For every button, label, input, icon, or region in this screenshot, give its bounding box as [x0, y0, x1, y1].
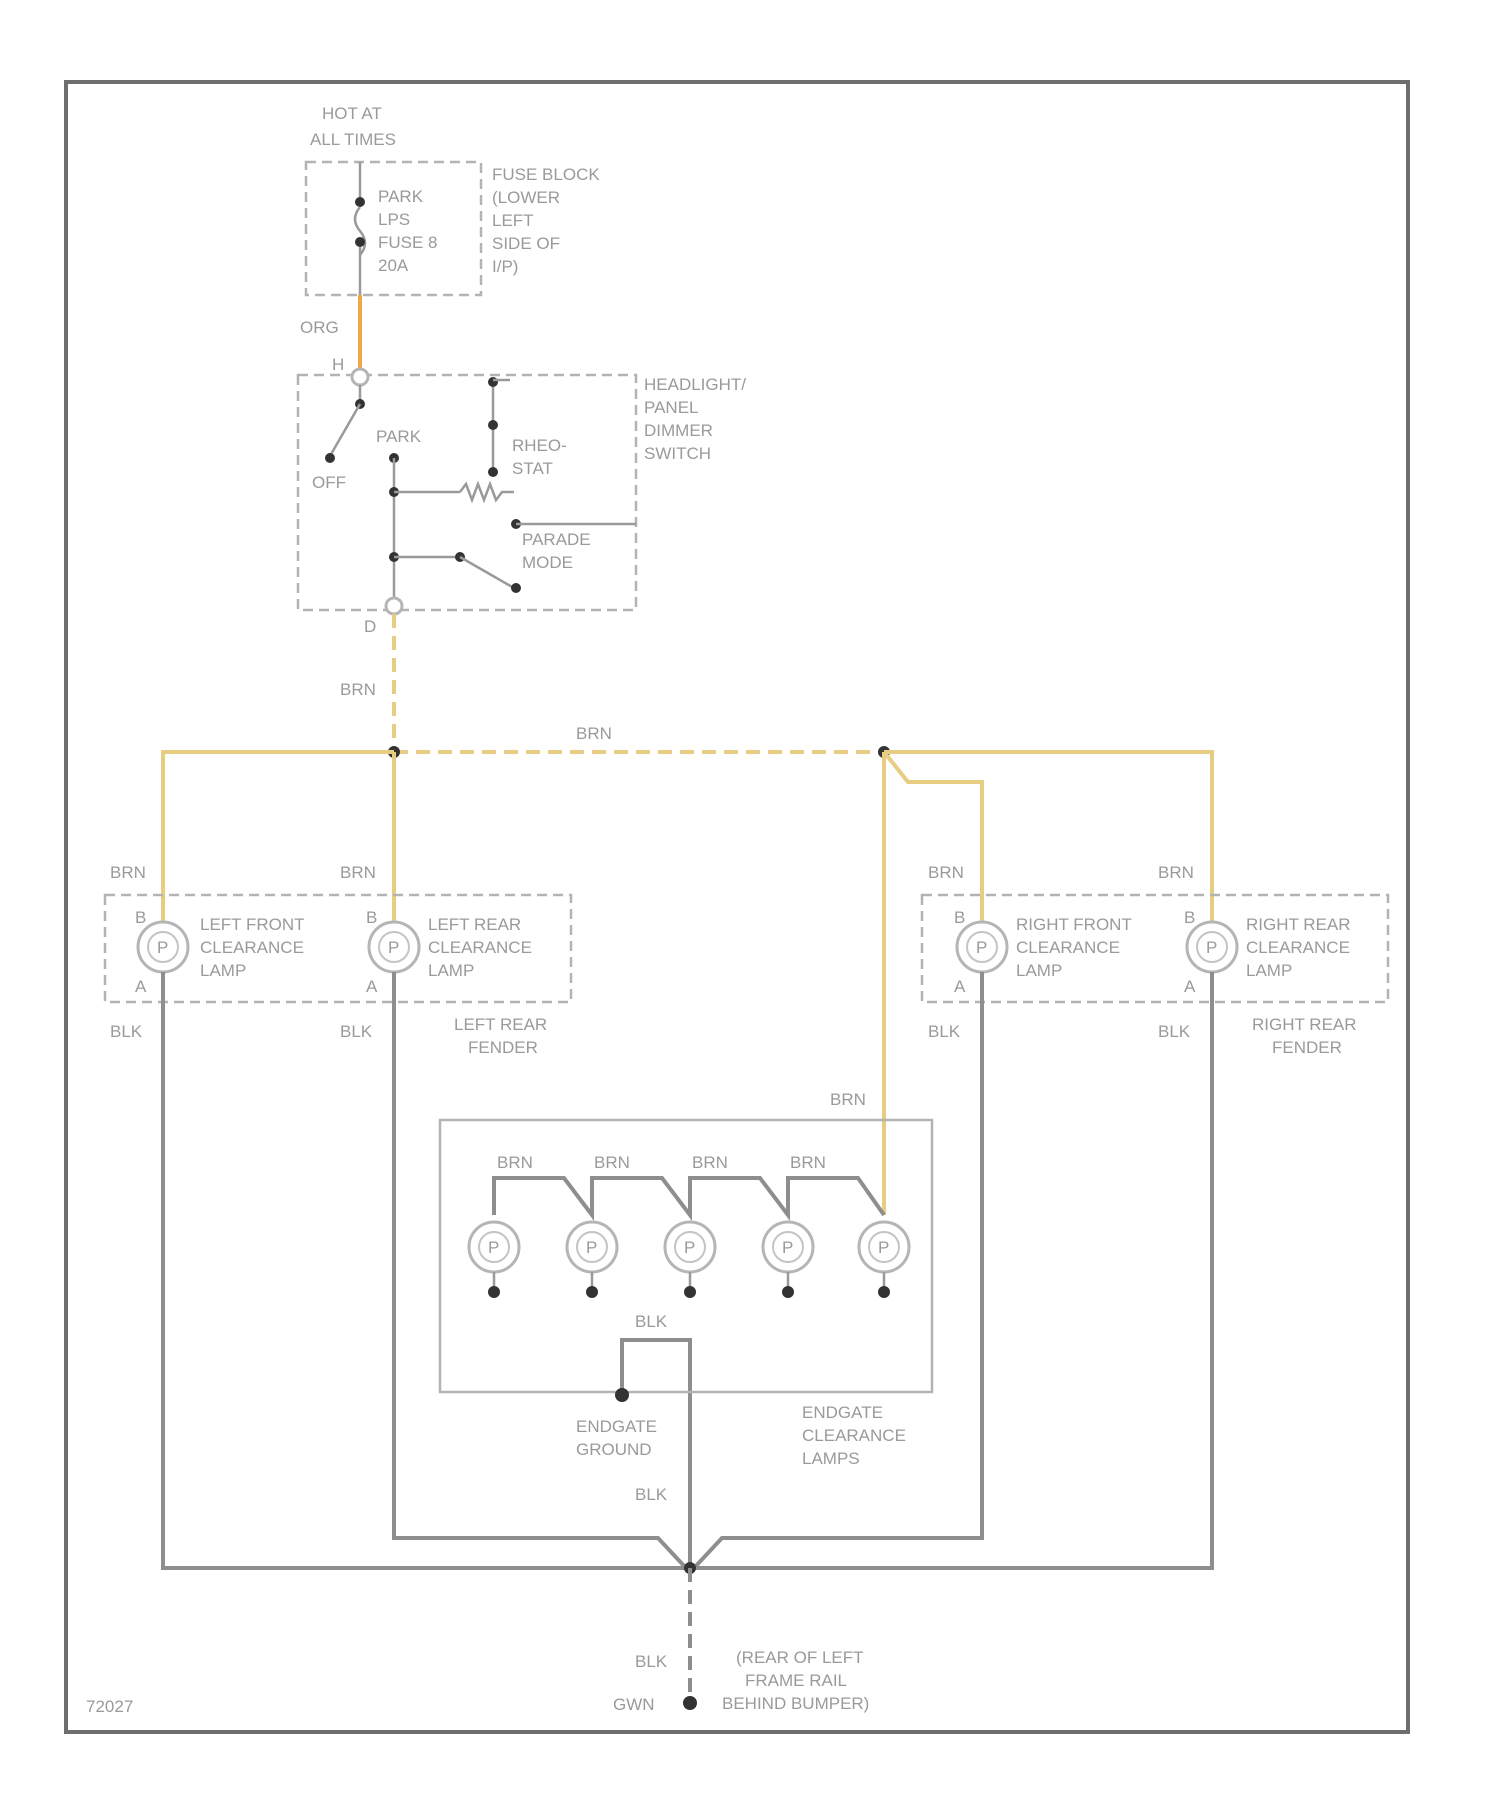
headlight-switch-box — [298, 375, 636, 610]
endgate-brn-daisy-chain — [494, 1178, 884, 1215]
terminal-b: B — [135, 908, 146, 927]
brn-trunk-label: BRN — [340, 680, 376, 699]
endgate-lamp-2: P — [567, 1222, 617, 1298]
ground-blk-label: BLK — [635, 1652, 668, 1671]
lamp-symbol: P — [488, 1238, 499, 1257]
switch-input-terminal — [352, 369, 368, 385]
endgate-lamps-label: ENDGATE CLEARANCE LAMPS — [802, 1403, 911, 1468]
brn-to-right-front — [884, 752, 982, 922]
terminal-b: B — [954, 908, 965, 927]
left-rear-brn-label: BRN — [340, 863, 376, 882]
left-rear-blk-label: BLK — [340, 1022, 373, 1041]
brn-to-left-front — [163, 752, 394, 922]
blk-right-rear-return — [690, 972, 1212, 1568]
lamp-symbol: P — [878, 1238, 889, 1257]
switch-title: HEADLIGHT/ PANEL DIMMER SWITCH — [644, 375, 751, 463]
left-front-blk-label: BLK — [110, 1022, 143, 1041]
fuse-terminal-top — [355, 197, 365, 207]
switch-output-terminal — [386, 598, 402, 614]
right-rear-lamp-label: RIGHT REAR CLEARANCE LAMP — [1246, 915, 1355, 980]
right-front-lamp-label: RIGHT FRONT CLEARANCE LAMP — [1016, 915, 1136, 980]
terminal-a: A — [1184, 977, 1196, 996]
rheostat-wiper-mid — [488, 420, 498, 430]
ground-location-label: (REAR OF LEFT FRAME RAIL BEHIND BUMPER) — [722, 1648, 869, 1713]
fuse-label: PARK LPS FUSE 8 20A — [378, 187, 442, 275]
lamp-symbol: P — [976, 938, 987, 957]
all-times-label: ALL TIMES — [310, 130, 396, 149]
endgate-brn-label-2: BRN — [594, 1153, 630, 1172]
diagram-frame — [66, 82, 1408, 1732]
endgate-blk-return-label: BLK — [635, 1485, 668, 1504]
endgate-ground-jumper — [622, 1340, 690, 1393]
lamp-symbol: P — [586, 1238, 597, 1257]
right-rear-blk-label: BLK — [1158, 1022, 1191, 1041]
fuse-block-label: FUSE BLOCK (LOWER LEFT SIDE OF I/P) — [492, 165, 604, 276]
hot-at-label: HOT AT — [322, 104, 382, 123]
endgate-blk-label: BLK — [635, 1312, 668, 1331]
fuse-terminal-bottom — [355, 237, 365, 247]
rheostat-resistor — [460, 484, 514, 500]
switch-off-contact — [325, 453, 335, 463]
blk-right-front-return — [694, 972, 982, 1568]
right-rear-fender-label: RIGHT REAR FENDER — [1252, 1015, 1361, 1057]
terminal-a: A — [366, 977, 378, 996]
ground-point — [683, 1696, 697, 1710]
left-front-lamp-label: LEFT FRONT CLEARANCE LAMP — [200, 915, 309, 980]
parade-mode-label: PARADE MODE — [522, 530, 595, 572]
figure-id: 72027 — [86, 1697, 133, 1716]
rheostat-wiper-top — [488, 377, 498, 387]
left-rear-fender-label: LEFT REAR FENDER — [454, 1015, 552, 1057]
endgate-ground-point — [615, 1388, 629, 1402]
endgate-ground-label: ENDGATE GROUND — [576, 1417, 662, 1459]
brn-bus-label: BRN — [576, 724, 612, 743]
rheostat-wiper-bottom — [488, 467, 498, 477]
endgate-brn-label-1: BRN — [497, 1153, 533, 1172]
ground-id-label: GWN — [613, 1695, 655, 1714]
right-front-blk-label: BLK — [928, 1022, 961, 1041]
left-front-brn-label: BRN — [110, 863, 146, 882]
endgate-lamp-3: P — [665, 1222, 715, 1298]
endgate-brn-feed-label: BRN — [830, 1090, 866, 1109]
right-front-brn-label: BRN — [928, 863, 964, 882]
lamp-symbol: P — [684, 1238, 695, 1257]
left-rear-lamp-label: LEFT REAR CLEARANCE LAMP — [428, 915, 537, 980]
lamp-symbol: P — [388, 938, 399, 957]
blk-left-front-return — [163, 972, 690, 1568]
endgate-lamp-5: P — [859, 1222, 909, 1298]
right-rear-brn-label: BRN — [1158, 863, 1194, 882]
terminal-a: A — [954, 977, 966, 996]
lamp-symbol: P — [782, 1238, 793, 1257]
endgate-brn-label-4: BRN — [790, 1153, 826, 1172]
lamp-symbol: P — [157, 938, 168, 957]
brn-to-right-rear — [884, 752, 1212, 922]
switch-off-label: OFF — [312, 473, 346, 492]
parade-contact — [511, 583, 521, 593]
endgate-lamp-1: P — [469, 1222, 519, 1298]
endgate-lamp-4: P — [763, 1222, 813, 1298]
switch-park-label: PARK — [376, 427, 422, 446]
blk-left-rear-return — [394, 972, 686, 1568]
switch-terminal-h: H — [332, 355, 344, 374]
switch-terminal-d: D — [364, 617, 376, 636]
terminal-b: B — [366, 908, 377, 927]
parade-blade — [460, 557, 514, 588]
terminal-a: A — [135, 977, 147, 996]
endgate-brn-label-3: BRN — [692, 1153, 728, 1172]
org-wire-label: ORG — [300, 318, 339, 337]
rheostat-label: RHEO- STAT — [512, 436, 572, 478]
terminal-b: B — [1184, 908, 1195, 927]
lamp-symbol: P — [1206, 938, 1217, 957]
switch-blade — [330, 404, 360, 456]
